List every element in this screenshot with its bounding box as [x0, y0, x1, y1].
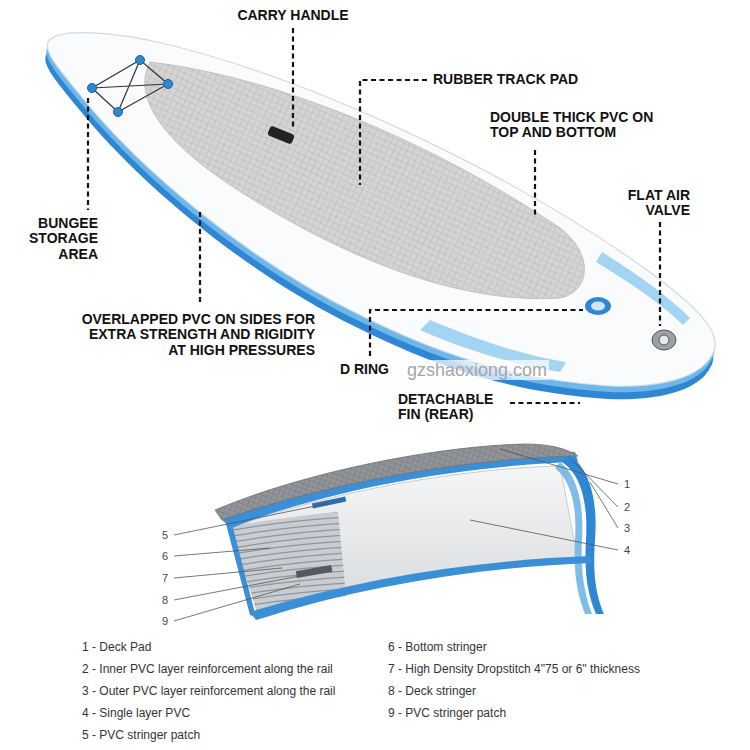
part-list-item: 5 - PVC stringer patch [82, 728, 200, 742]
callout-leader [590, 482, 618, 528]
part-list-item: 9 - PVC stringer patch [388, 706, 506, 720]
board-illustration [45, 33, 715, 400]
part-list-item: 8 - Deck stringer [388, 684, 476, 698]
part-list-item: 2 - Inner PVC layer reinforcement along … [82, 662, 333, 676]
leader-line [659, 222, 661, 326]
part-list-item: 3 - Outer PVC layer reinforcement along … [82, 684, 335, 698]
callout-number: 3 [624, 521, 630, 535]
deck-stripe [596, 252, 690, 325]
part-label: FLAT AIR VALVE [608, 188, 690, 219]
part-label: CARRY HANDLE [237, 8, 348, 23]
callout-leader [174, 503, 330, 535]
part-label: OVERLAPPED PVC ON SIDES FOR EXTRA STRENG… [75, 312, 315, 358]
callout-number: 2 [624, 500, 630, 514]
leader-line [87, 98, 89, 210]
d-ring [585, 297, 611, 315]
callout-leaders [174, 449, 618, 621]
callout-leader [174, 548, 270, 556]
watermark: gzshaoxiong.com [405, 360, 549, 380]
air-valve-core [659, 335, 669, 345]
callout-leader [470, 520, 618, 550]
part-label: DETACHABLE FIN (REAR) [398, 392, 504, 423]
callout-number: 7 [162, 571, 168, 585]
callout-number: 9 [162, 614, 168, 628]
callout-number: 8 [162, 593, 168, 607]
stringer [312, 497, 346, 509]
leader-line [370, 310, 583, 356]
leader-line [292, 28, 294, 127]
callout-number: 1 [624, 477, 630, 491]
deck-pad [215, 444, 578, 520]
callout-number: 5 [162, 528, 168, 542]
callout-leader [174, 584, 300, 621]
part-list-item: 6 - Bottom stringer [388, 640, 487, 654]
callout-leader [500, 449, 618, 484]
d-ring-inner [591, 302, 605, 311]
part-list-item: 7 - High Density Dropstitch 4"75 or 6" t… [388, 662, 640, 676]
callout-leader [174, 575, 305, 600]
part-list-item: 1 - Deck Pad [82, 640, 151, 654]
board-deck [47, 33, 715, 387]
callout-number: 6 [162, 549, 168, 563]
part-label: D RING [340, 362, 389, 377]
leader-line [534, 150, 536, 215]
callout-number: 4 [624, 543, 630, 557]
leader-line [510, 402, 580, 404]
part-label: DOUBLE THICK PVC ON TOP AND BOTTOM [490, 110, 672, 141]
bungee-cords [92, 60, 168, 112]
air-valve [652, 330, 676, 350]
part-label: BUNGEE STORAGE AREA [22, 216, 98, 262]
callout-leader [174, 568, 282, 578]
leader-line [199, 212, 201, 304]
bottom-pvc-layer [250, 556, 592, 620]
side-pvc-layer [225, 520, 256, 617]
callout-leader [572, 460, 618, 507]
cross-section-illustration [215, 444, 604, 620]
traction-pad [145, 62, 585, 299]
part-label: RUBBER TRACK PAD [433, 72, 578, 87]
leader-line [360, 80, 427, 185]
bungee-points [88, 56, 173, 117]
part-list-item: 4 - Single layer PVC [82, 706, 190, 720]
carry-handle [267, 125, 295, 144]
